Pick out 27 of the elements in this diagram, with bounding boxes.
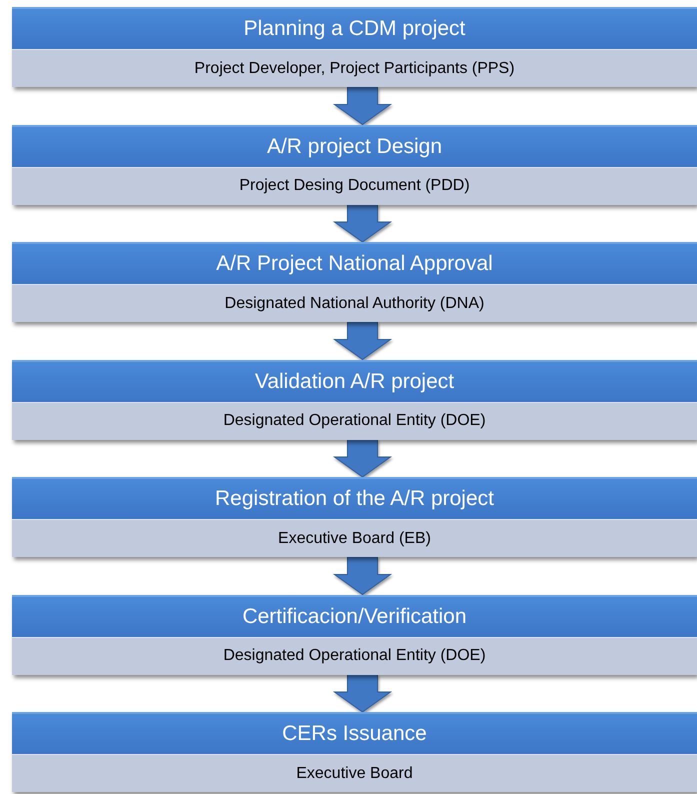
block-arrow xyxy=(332,674,392,713)
stage-title: Validation A/R project xyxy=(12,360,697,402)
stage-box xyxy=(12,242,697,322)
stage-title: Registration of the A/R project xyxy=(12,477,697,519)
stage-actor: Project Developer, Project Participants (PPS) xyxy=(12,49,697,87)
stage-box xyxy=(12,712,697,792)
stage-box xyxy=(12,477,697,557)
stage-actor: Executive Board (EB) xyxy=(12,519,697,557)
block-arrow xyxy=(332,86,392,126)
stage-box xyxy=(12,7,697,87)
stage-title: Planning a CDM project xyxy=(12,7,697,49)
stage-title: A/R Project National Approval xyxy=(12,242,697,284)
block-arrow xyxy=(332,322,392,360)
stage-actor: Designated Operational Entity (DOE) xyxy=(12,402,697,440)
stage-box xyxy=(12,124,697,204)
stage-actor: Project Desing Document (PDD) xyxy=(12,166,697,204)
stage-actor: Designated Operational Entity (DOE) xyxy=(12,636,697,674)
stage-box xyxy=(12,360,697,440)
block-arrow xyxy=(332,204,392,243)
block-arrow xyxy=(332,439,392,478)
stage-title: A/R project Design xyxy=(12,124,697,166)
block-arrow xyxy=(332,556,392,596)
stage-title: CERs Issuance xyxy=(12,712,697,754)
stage-title: Certificacion/Verification xyxy=(12,594,697,636)
stage-actor: Executive Board xyxy=(12,754,697,792)
stage-box xyxy=(12,594,697,674)
stage-actor: Designated National Authority (DNA) xyxy=(12,284,697,322)
